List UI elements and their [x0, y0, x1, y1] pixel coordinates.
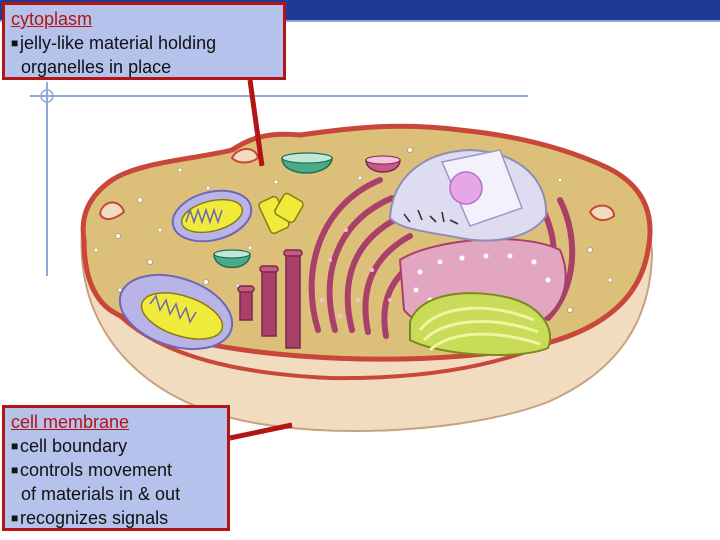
mitochondrion-upper [171, 189, 253, 243]
cytoplasm-definition-line1: jelly-like material holding [20, 33, 217, 53]
chromatin [403, 209, 459, 225]
list-item: ■cell boundary [11, 434, 221, 458]
membrane-function-controls: controls movement [20, 460, 173, 480]
bullet-icon: ■ [11, 36, 19, 50]
header-band-stripe [0, 20, 720, 22]
slide-guide-lines [30, 82, 528, 276]
cell-membrane-callout: cell membrane ■cell boundary ■controls m… [2, 405, 230, 531]
membrane-notches [98, 148, 616, 222]
cytoplasm-title: cytoplasm [11, 9, 93, 29]
cytoplasm-definition-line2: organelles in place [21, 57, 172, 77]
er-lumen-dots [413, 253, 551, 303]
nucleolus [449, 171, 483, 205]
bullet-icon: ■ [11, 463, 19, 477]
list-item: ■controls movement [11, 458, 221, 482]
membrane-function-signals: recognizes signals [20, 508, 169, 528]
membrane-function-controls-cont: of materials in & out [21, 484, 181, 504]
cytoplasm-pointer [247, 79, 265, 167]
cytoplasm-callout: cytoplasm ■jelly-like material holding o… [2, 2, 286, 80]
smooth-endoplasmic-reticulum [237, 249, 303, 349]
golgi-apparatus [409, 292, 551, 356]
bullet-icon: ■ [11, 439, 19, 453]
vesicle [213, 249, 251, 269]
nucleus [388, 148, 548, 242]
list-item: ■recognizes signals [11, 506, 221, 530]
cell-membrane-title: cell membrane [11, 412, 130, 432]
peroxisome [365, 155, 401, 173]
cytoplasm-definition: ■jelly-like material holding [11, 31, 277, 55]
mitochondrion-lower [118, 274, 234, 350]
membrane-function-boundary: cell boundary [20, 436, 128, 456]
bullet-icon: ■ [11, 511, 19, 525]
membrane-pointer [229, 422, 293, 441]
centriole [258, 192, 304, 235]
lysosome [281, 152, 333, 174]
